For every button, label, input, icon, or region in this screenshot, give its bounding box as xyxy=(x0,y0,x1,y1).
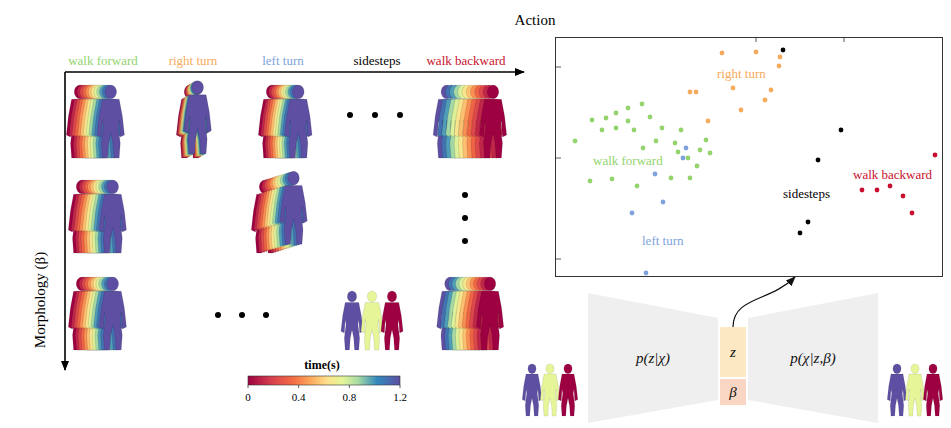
action-label: sidesteps xyxy=(354,54,401,68)
action-label: walk forward xyxy=(68,54,138,68)
cluster-label: left turn xyxy=(642,234,684,248)
encoder-trapezoid: p(z|χ) xyxy=(588,293,718,423)
decoder-trapezoid: p(χ|z,β) xyxy=(748,293,878,423)
node-label: z xyxy=(730,344,736,361)
scatter-points xyxy=(573,48,938,276)
action-label: left turn xyxy=(262,54,304,68)
cluster-label: right turn xyxy=(717,67,766,81)
colorbar-title: time(s) xyxy=(304,359,339,372)
node-label: p(z|χ) xyxy=(636,350,670,367)
ellipsis-dots xyxy=(215,112,468,318)
action-label: right turn xyxy=(169,54,218,68)
node-label: p(χ|z,β) xyxy=(790,350,835,367)
colorbar-ticks xyxy=(248,385,400,388)
colorbar xyxy=(248,376,400,385)
axis-title: Morphology (β) xyxy=(32,252,49,348)
morphology-axis xyxy=(64,72,66,370)
latent-z-box: z xyxy=(720,327,746,377)
latent-space-plot: right turn walk forward sidesteps walk back… xyxy=(555,37,943,277)
axis-title: Action xyxy=(515,12,556,29)
node-label: β xyxy=(729,384,736,401)
cluster-label: sidesteps xyxy=(783,187,830,201)
tick-label: 0.8 xyxy=(342,391,356,403)
tick-label: 1.2 xyxy=(393,391,407,403)
action-axis xyxy=(65,71,524,73)
morphology-beta-box: β xyxy=(720,379,746,405)
tick-label: 0 xyxy=(245,391,251,403)
tick-label: 0.4 xyxy=(292,391,306,403)
human-figures xyxy=(66,81,942,416)
action-label: walk backward xyxy=(426,54,505,68)
cluster-label: walk forward xyxy=(593,154,663,168)
cluster-label: walk backward xyxy=(853,168,932,182)
